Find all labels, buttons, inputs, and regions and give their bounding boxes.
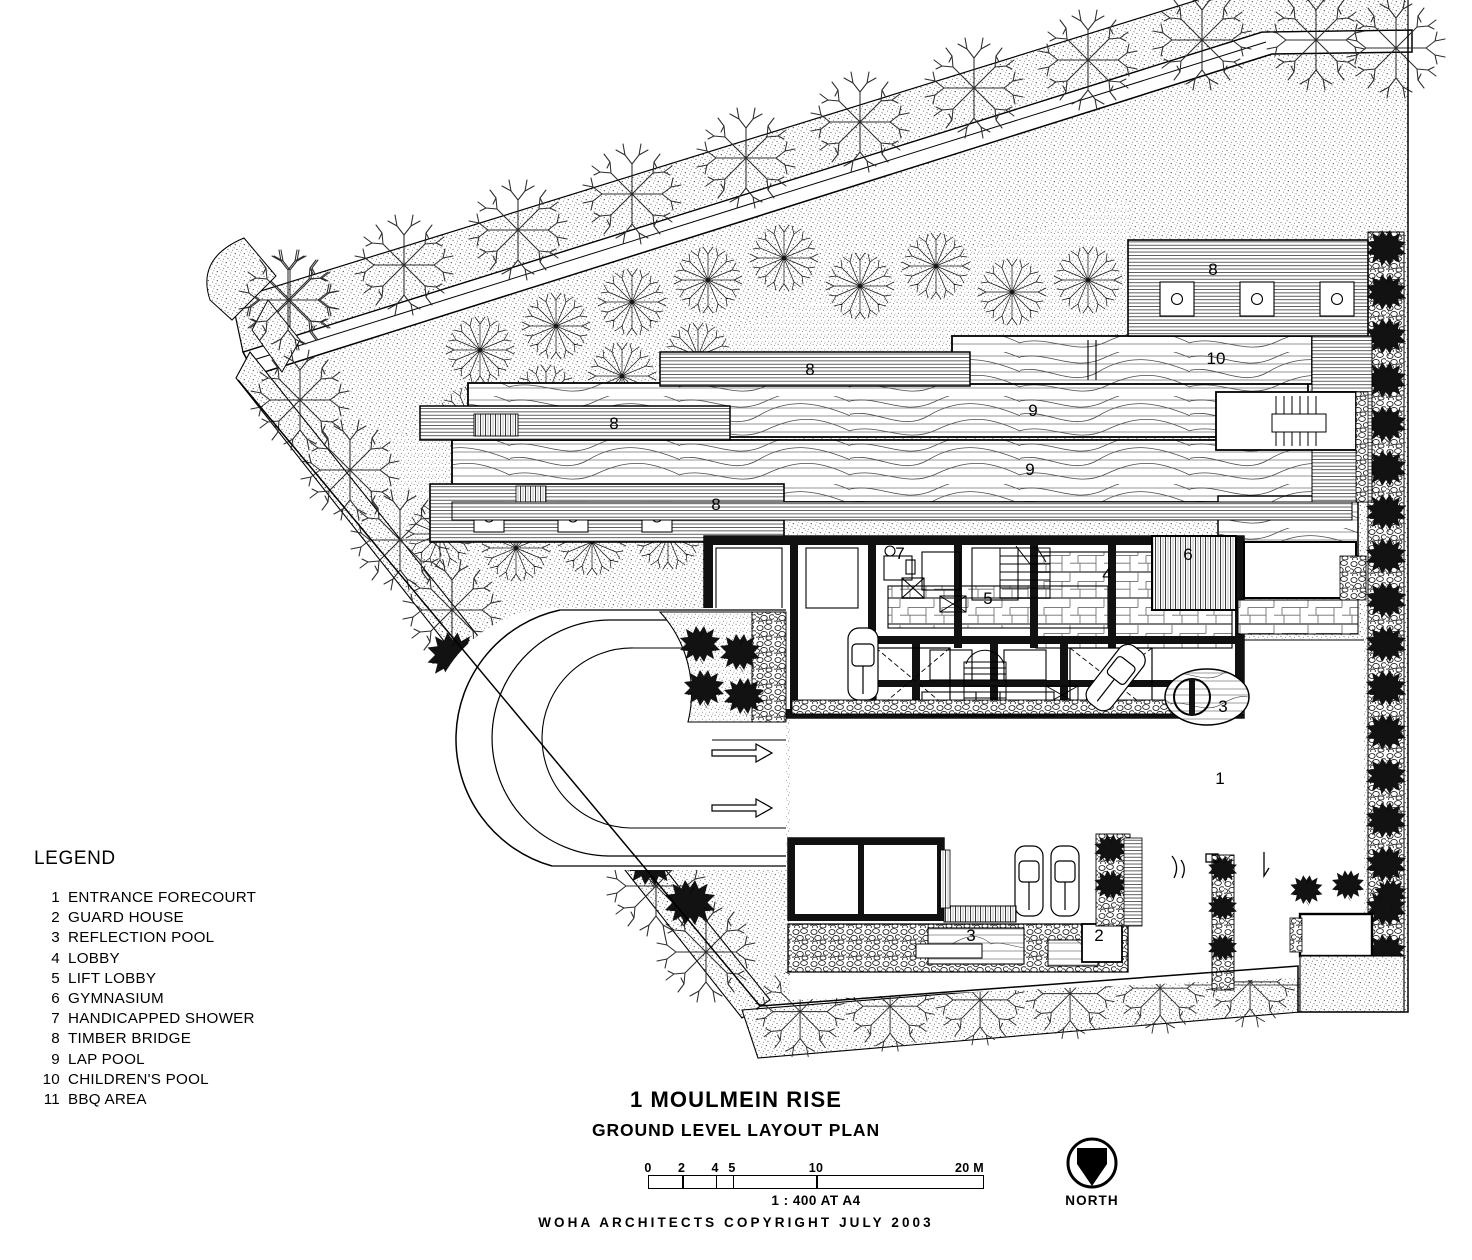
legend-item-label: ENTRANCE FORECOURT xyxy=(68,889,257,906)
forecourt-markers xyxy=(1171,852,1270,879)
legend-item-label: CHILDREN'S POOL xyxy=(68,1070,209,1088)
plan-label-timber-bridge-west: 8 xyxy=(609,414,618,433)
timber-bridge-north xyxy=(1127,239,1369,337)
legend-title: LEGEND xyxy=(34,848,116,869)
reflection-pool-oval xyxy=(1164,668,1250,726)
timber-bridge-mid xyxy=(659,351,971,387)
legend-item-label: TIMBER BRIDGE xyxy=(68,1030,192,1048)
legend-item-number: 5 xyxy=(51,969,60,987)
legend-item-label: BBQ AREA xyxy=(68,1091,147,1109)
scale-bar-graphic xyxy=(648,1175,984,1189)
legend-item: 4 LOBBY xyxy=(34,949,334,969)
scale-bar-division xyxy=(715,1176,718,1188)
legend-item: 10 CHILDREN'S POOL xyxy=(34,1070,334,1090)
title-block: 1 MOULMEIN RISE GROUND LEVEL LAYOUT PLAN xyxy=(0,1086,1472,1141)
legend-item-label: LIFT LOBBY xyxy=(68,969,157,987)
driveway-planter xyxy=(658,611,787,723)
legend-item: 8 TIMBER BRIDGE xyxy=(34,1029,334,1049)
plan-label-timber-bridge-north: 8 xyxy=(1208,260,1217,279)
project-title: 1 MOULMEIN RISE xyxy=(629,1087,843,1112)
plan-label-childrens-pool: 10 xyxy=(1207,349,1226,368)
legend-item: 6 GYMNASIUM xyxy=(34,989,334,1009)
legend-item-number: 2 xyxy=(51,909,60,927)
legend-item: 5 LIFT LOBBY xyxy=(34,969,334,989)
legend-item-label: LOBBY xyxy=(68,949,120,967)
legend-item-number: 10 xyxy=(42,1070,60,1088)
south-entry-pavilion xyxy=(787,837,1017,923)
north-arrow-icon xyxy=(1066,1137,1118,1189)
plan-label-lift-lobby: 5 xyxy=(983,589,992,608)
legend-item-label: HANDICAPPED SHOWER xyxy=(68,1010,255,1028)
legend-item-label: LAP POOL xyxy=(68,1050,145,1068)
legend-item-number: 11 xyxy=(43,1091,60,1109)
scale-bar-division xyxy=(732,1176,735,1188)
guardhouse-hedge xyxy=(1094,833,1143,927)
legend-item: 11 BBQ AREA xyxy=(34,1090,334,1110)
site-boundary-line xyxy=(237,30,1409,1013)
scale-bar-division xyxy=(816,1176,818,1188)
scale-tick-label: 20 M xyxy=(955,1161,984,1175)
legend-item-label: GYMNASIUM xyxy=(68,990,164,1008)
scale-tick-label: 5 xyxy=(728,1161,736,1175)
legend-item-number: 6 xyxy=(51,990,60,1008)
scale-note: 1 : 400 AT A4 xyxy=(771,1193,861,1208)
plan-label-lap-pool-lower: 9 xyxy=(1025,460,1034,479)
plan-label-lap-pool-upper: 9 xyxy=(1028,401,1037,420)
legend-item-label: GUARD HOUSE xyxy=(68,909,184,927)
plan-number-annotations: 8 10 8 9 8 9 8 7 6 4 5 3 1 3 2 xyxy=(609,260,1227,945)
legend-item-number: 3 xyxy=(51,929,60,947)
legend-list: 1 ENTRANCE FORECOURT 2 GUARD HOUSE 3 REFLECTI… xyxy=(34,888,334,1110)
plan-label-guard-house: 2 xyxy=(1094,926,1103,945)
plan-label-timber-bridge-south: 8 xyxy=(711,495,720,514)
scale-tick-label: 4 xyxy=(711,1161,719,1175)
scale-tick-label: 10 xyxy=(808,1161,824,1175)
plan-label-lobby: 4 xyxy=(1102,565,1111,584)
southeast-service-building xyxy=(1289,870,1407,1013)
gymnasium xyxy=(1151,535,1237,611)
copyright-line: WOHA ARCHITECTS COPYRIGHT JULY 2003 xyxy=(538,1215,934,1230)
scale-tick-label: 2 xyxy=(677,1161,686,1175)
east-boundary-hedge xyxy=(1365,229,1407,993)
sheet-title: GROUND LEVEL LAYOUT PLAN xyxy=(591,1120,880,1140)
childrens-pool xyxy=(951,335,1313,385)
east-wing xyxy=(1243,541,1367,601)
bbq-pavilion xyxy=(1215,391,1369,503)
scale-tick-label: 0 xyxy=(644,1161,652,1175)
legend-item: 2 GUARD HOUSE xyxy=(34,908,334,928)
legend-item-number: 7 xyxy=(51,1010,60,1028)
plan-label-reflection-pool-entry: 3 xyxy=(966,926,975,945)
legend-item: 9 LAP POOL xyxy=(34,1050,334,1070)
plan-label-handicapped-shower: 7 xyxy=(895,544,904,563)
legend-item: 1 ENTRANCE FORECOURT xyxy=(34,888,334,908)
legend-item-number: 1 xyxy=(51,889,60,906)
plan-label-gymnasium: 6 xyxy=(1183,545,1192,564)
timber-bridge-west xyxy=(419,405,731,441)
legend-item-number: 8 xyxy=(51,1030,60,1048)
scale-bar-division xyxy=(682,1176,684,1188)
car-symbol xyxy=(847,627,1146,917)
driveway-direction-arrow xyxy=(711,742,774,819)
north-label: NORTH xyxy=(1065,1193,1119,1208)
legend-item-label: REFLECTION POOL xyxy=(68,929,215,947)
legend-item-number: 9 xyxy=(51,1050,60,1068)
legend-item: 3 REFLECTION POOL xyxy=(34,928,334,948)
plan-label-entrance-forecourt: 1 xyxy=(1215,769,1224,788)
north-arrow-group: NORTH xyxy=(1054,1136,1130,1208)
plan-label-reflection-pool-oval: 3 xyxy=(1218,697,1227,716)
plan-label-timber-bridge-mid: 8 xyxy=(805,360,814,379)
legend-item: 7 HANDICAPPED SHOWER xyxy=(34,1009,334,1029)
forecourt-hedge xyxy=(1207,854,1238,991)
entry-apron xyxy=(787,923,1129,973)
legend-item-number: 4 xyxy=(51,949,60,967)
